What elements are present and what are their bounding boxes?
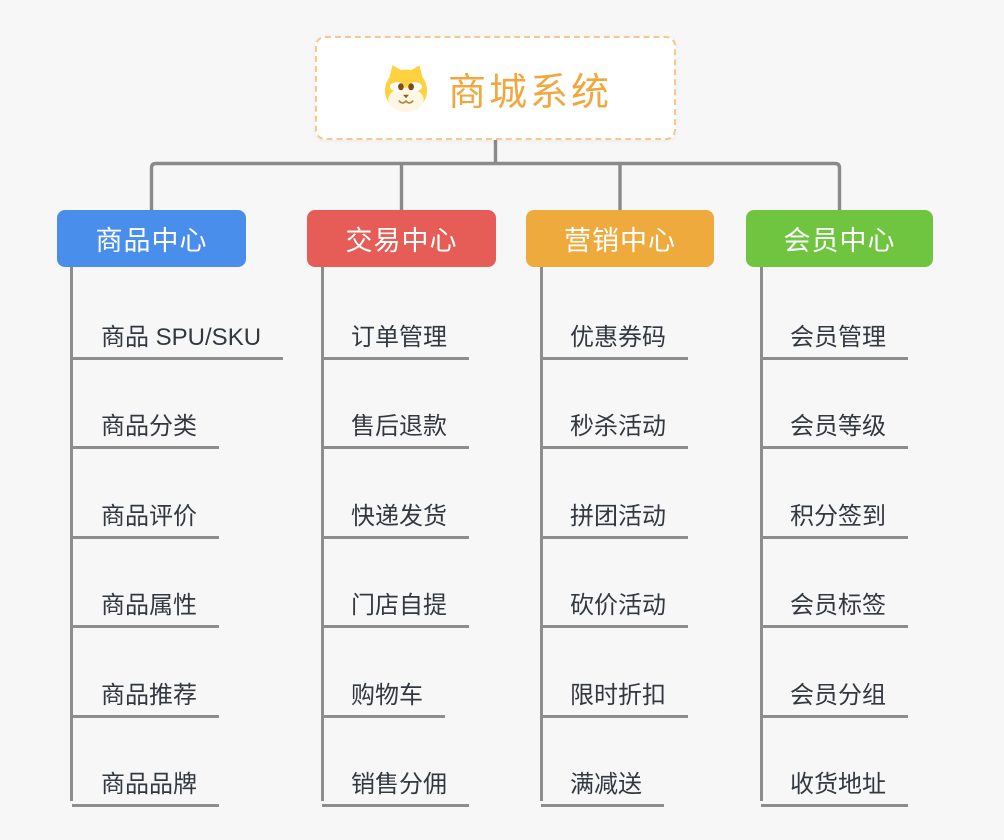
leaf-node[interactable]: 销售分佣 <box>322 753 469 807</box>
leaf-node[interactable]: 商品品牌 <box>72 753 219 807</box>
branch-connector-line <box>321 267 324 801</box>
leaf-node[interactable]: 订单管理 <box>322 306 469 360</box>
branch-node-member-center[interactable]: 会员中心 <box>746 210 933 267</box>
leaf-node[interactable]: 砍价活动 <box>541 574 688 628</box>
leaf-node[interactable]: 秒杀活动 <box>541 395 688 449</box>
branch-connector-line <box>70 267 73 801</box>
leaf-node[interactable]: 收货地址 <box>761 753 908 807</box>
root-node[interactable]: 商城系统 <box>315 36 676 140</box>
leaf-node[interactable]: 积分签到 <box>761 485 908 539</box>
leaf-node[interactable]: 门店自提 <box>322 574 469 628</box>
leaf-node[interactable]: 售后退款 <box>322 395 469 449</box>
root-title: 商城系统 <box>447 71 612 114</box>
branch-connector-line <box>540 267 543 801</box>
branch-node-product-center[interactable]: 商品中心 <box>57 210 246 267</box>
branch-label: 会员中心 <box>783 226 896 256</box>
leaf-node[interactable]: 商品分类 <box>72 395 219 449</box>
leaf-node[interactable]: 商品评价 <box>72 485 219 539</box>
leaf-node[interactable]: 商品推荐 <box>72 664 219 718</box>
branch-bus-line <box>149 161 842 210</box>
leaf-node[interactable]: 商品属性 <box>72 574 219 628</box>
branch-connector-line <box>760 267 763 801</box>
branch-label: 交易中心 <box>345 226 458 256</box>
leaf-node[interactable]: 购物车 <box>322 664 445 718</box>
leaf-node[interactable]: 快递发货 <box>322 485 469 539</box>
leaf-node[interactable]: 会员等级 <box>761 395 908 449</box>
leaf-node[interactable]: 商品 SPU/SKU <box>72 306 284 360</box>
branch-node-marketing-center[interactable]: 营销中心 <box>526 210 714 267</box>
leaf-node[interactable]: 限时折扣 <box>541 664 688 718</box>
branch-label: 营销中心 <box>564 226 676 256</box>
dog-face-icon <box>379 63 433 113</box>
leaf-node[interactable]: 满减送 <box>541 753 664 807</box>
leaf-node[interactable]: 会员管理 <box>761 306 908 360</box>
leaf-node[interactable]: 拼团活动 <box>541 485 688 539</box>
branch-label: 商品中心 <box>95 226 208 256</box>
leaf-node[interactable]: 会员标签 <box>761 574 908 628</box>
leaf-node[interactable]: 会员分组 <box>761 664 908 718</box>
leaf-node[interactable]: 优惠券码 <box>541 306 688 360</box>
branch-node-trade-center[interactable]: 交易中心 <box>307 210 496 267</box>
